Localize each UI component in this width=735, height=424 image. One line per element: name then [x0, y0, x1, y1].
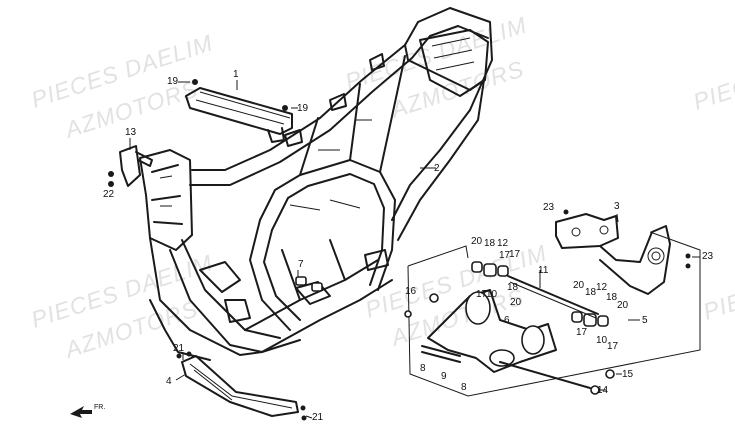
front-direction-label: FR.	[94, 404, 106, 411]
callout-11: 11	[538, 265, 549, 276]
callout-16: 16	[405, 286, 417, 297]
callout-18: 18	[606, 292, 618, 303]
callout-12: 12	[596, 282, 608, 293]
callout-21: 21	[312, 412, 324, 423]
leader-lines	[129, 80, 700, 419]
main-frame	[139, 7, 493, 361]
front-direction-arrow-icon	[70, 406, 92, 418]
callout-12: 12	[497, 238, 509, 249]
callout-1: 1	[233, 69, 239, 80]
callout-19: 19	[167, 76, 179, 87]
callout-8: 8	[420, 363, 426, 374]
callout-18: 18	[507, 282, 519, 293]
part-1-bracket	[185, 79, 293, 143]
callout-19: 19	[297, 103, 309, 114]
callout-14: 14	[597, 385, 609, 396]
callout-23: 23	[702, 251, 714, 262]
callout-9: 9	[441, 371, 447, 382]
callout-18: 18	[585, 287, 597, 298]
callout-17: 17	[476, 289, 488, 300]
callout-18: 18	[484, 238, 496, 249]
callout-20: 20	[573, 280, 585, 291]
engine-hanger-group	[404, 209, 701, 397]
callout-17: 17	[576, 327, 588, 338]
callout-15: 15	[622, 369, 634, 380]
callout-7: 7	[298, 259, 304, 270]
callout-21: 21	[173, 343, 185, 354]
part-4-floor-bracket	[176, 351, 307, 421]
callout-2: 2	[434, 163, 440, 174]
callout-20: 20	[510, 297, 522, 308]
callout-3: 3	[614, 201, 620, 212]
callout-4: 4	[166, 376, 172, 387]
callout-6: 6	[504, 315, 510, 326]
callout-8: 8	[461, 382, 467, 393]
callout-17: 17	[499, 250, 511, 261]
callout-17: 17	[509, 249, 521, 260]
callout-10: 10	[596, 335, 608, 346]
callout-10: 10	[486, 289, 498, 300]
callout-22: 22	[103, 189, 115, 200]
callout-13: 13	[125, 127, 137, 138]
callout-5: 5	[642, 315, 648, 326]
part-13-bracket	[108, 145, 153, 187]
callout-20: 20	[617, 300, 629, 311]
callout-20: 20	[471, 236, 483, 247]
part-7-bolts	[295, 276, 323, 292]
callout-17: 17	[607, 341, 619, 352]
callout-23: 23	[543, 202, 555, 213]
